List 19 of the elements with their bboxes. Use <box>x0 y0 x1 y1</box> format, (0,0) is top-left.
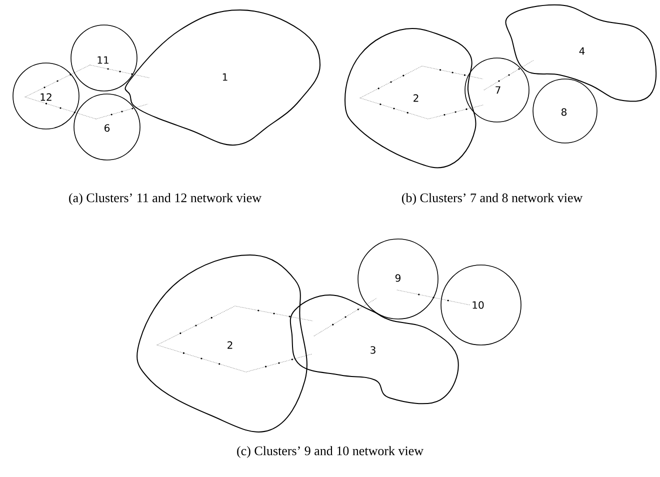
network-path <box>360 98 484 120</box>
network-path <box>314 298 378 336</box>
network-path <box>24 64 90 98</box>
network-path <box>24 96 96 120</box>
network-path <box>96 104 148 120</box>
cluster-blob: 3 <box>290 294 459 404</box>
network-path <box>156 344 312 372</box>
network-path <box>396 290 470 306</box>
cluster-blob: 4 <box>505 4 657 102</box>
caption: (a) Clusters’ 11 and 12 network view <box>69 193 262 205</box>
caption: (c) Clusters’ 9 and 10 network view <box>237 446 424 458</box>
caption: (b) Clusters’ 7 and 8 network view <box>402 193 583 205</box>
network-path <box>90 64 150 78</box>
cluster-blob: 2 <box>344 28 476 168</box>
cluster-blob: 2 <box>136 254 308 432</box>
network-path <box>156 306 314 346</box>
cluster-blob: 1 <box>124 10 320 146</box>
network-path <box>360 66 484 98</box>
network-path <box>484 60 534 90</box>
